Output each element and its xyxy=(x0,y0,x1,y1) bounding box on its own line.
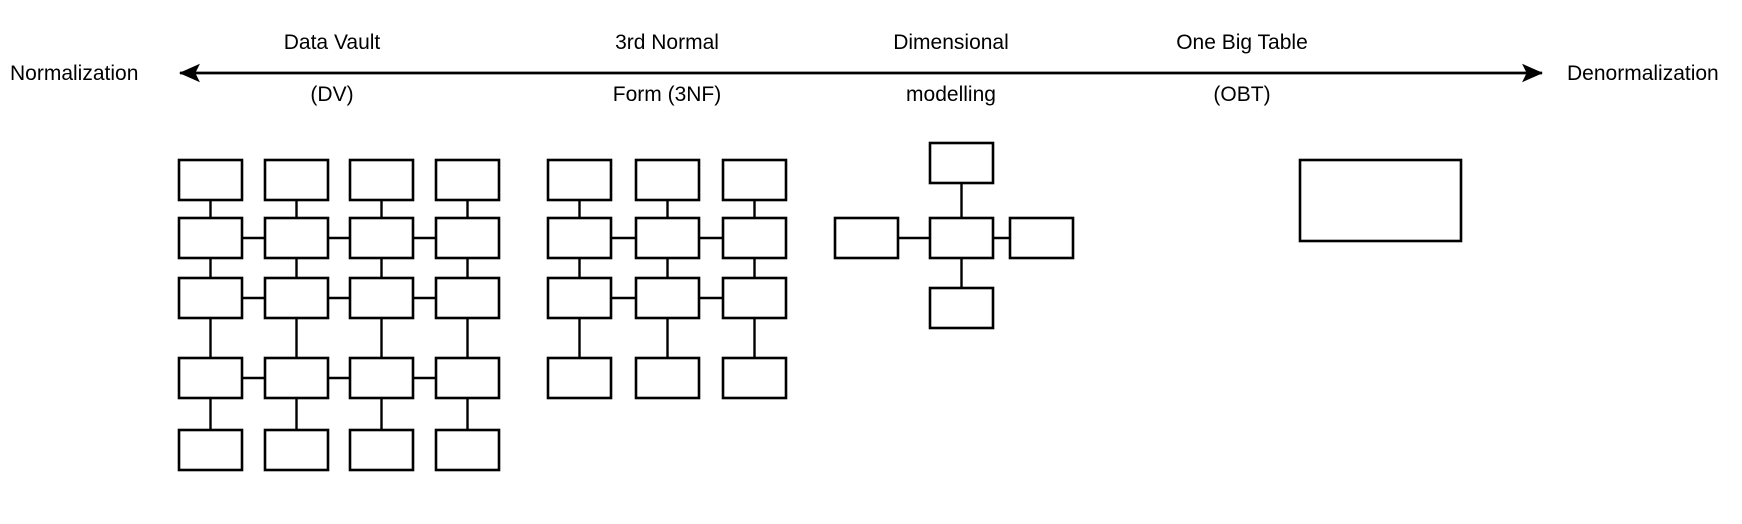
entity-box xyxy=(721,276,788,320)
entity-box xyxy=(263,276,330,320)
dimensional-star-schema xyxy=(833,141,1075,330)
entity-box xyxy=(634,356,701,400)
entity-box xyxy=(434,356,501,400)
axis-label-denormalization: Denormalization xyxy=(1567,62,1719,85)
caption-data-vault-line2: (DV) xyxy=(310,83,354,106)
entity-box xyxy=(348,158,415,202)
entity-box xyxy=(348,276,415,320)
entity-box xyxy=(434,158,501,202)
entity-box xyxy=(348,356,415,400)
entity-box xyxy=(721,216,788,260)
entity-box xyxy=(263,356,330,400)
caption-third-normal-form: 3rd Normal Form (3NF) xyxy=(567,4,767,134)
caption-dimensional-modelling: Dimensional modelling xyxy=(851,4,1051,134)
dimension-box xyxy=(928,141,995,185)
caption-one-big-table-line2: (OBT) xyxy=(1213,83,1271,106)
caption-third-normal-form-line2: Form (3NF) xyxy=(612,83,722,106)
caption-data-vault: Data Vault (DV) xyxy=(232,4,432,134)
entity-box xyxy=(546,276,613,320)
entity-box xyxy=(177,356,244,400)
entity-box xyxy=(546,216,613,260)
entity-box xyxy=(177,276,244,320)
caption-one-big-table-line1: One Big Table xyxy=(1176,31,1308,54)
caption-one-big-table: One Big Table (OBT) xyxy=(1142,4,1342,134)
entity-box xyxy=(177,216,244,260)
caption-data-vault-line1: Data Vault xyxy=(283,31,381,54)
third-normal-form-grid xyxy=(546,158,788,400)
entity-box xyxy=(434,428,501,472)
caption-dimensional-modelling-line1: Dimensional xyxy=(893,31,1009,54)
entity-box xyxy=(721,356,788,400)
entity-box xyxy=(348,428,415,472)
caption-third-normal-form-line1: 3rd Normal xyxy=(615,31,719,54)
caption-dimensional-modelling-line2: modelling xyxy=(906,83,996,106)
axis-label-normalization: Normalization xyxy=(10,62,139,85)
entity-box xyxy=(634,216,701,260)
data-vault-grid xyxy=(177,158,501,472)
entity-box xyxy=(634,276,701,320)
entity-box xyxy=(177,428,244,472)
dimension-box xyxy=(1008,216,1075,260)
dimension-box xyxy=(928,286,995,330)
entity-box xyxy=(721,158,788,202)
entity-box xyxy=(263,216,330,260)
entity-box xyxy=(348,216,415,260)
entity-box xyxy=(634,158,701,202)
entity-box xyxy=(546,158,613,202)
dimension-box xyxy=(833,216,900,260)
entity-box xyxy=(434,276,501,320)
entity-box xyxy=(263,158,330,202)
one-big-table-box xyxy=(1298,158,1463,243)
entity-box xyxy=(546,356,613,400)
fact-box xyxy=(928,216,995,260)
entity-box xyxy=(177,158,244,202)
entity-box xyxy=(434,216,501,260)
one-big-table-rect xyxy=(1298,158,1463,243)
entity-box xyxy=(263,428,330,472)
